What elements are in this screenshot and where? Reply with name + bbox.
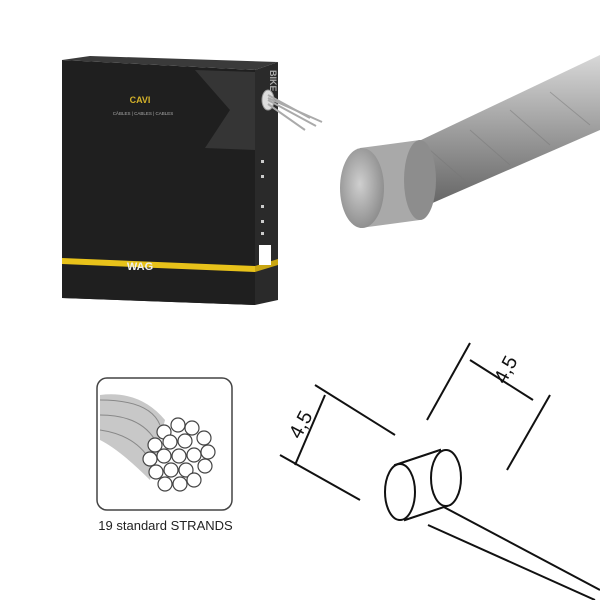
box-side-brand: BIKE [268, 70, 278, 92]
nipple-dimension-drawing [279, 342, 600, 600]
box-top [62, 56, 278, 70]
cable-box: CAVI CÂBLES | CABLES | CABLES WAG BIKE [62, 56, 323, 305]
box-side [255, 62, 278, 305]
strands-caption: 19 standard STRANDS [98, 518, 233, 533]
box-label [259, 245, 271, 265]
dimension-right-label: 4,5 [490, 352, 522, 387]
w-watermark [195, 70, 255, 150]
nipple-face [340, 148, 384, 228]
dimension-left-label: 4,5 [285, 407, 317, 442]
box-front [62, 60, 255, 305]
box-brand: WAG [127, 261, 153, 273]
box-subtitle: CÂBLES | CABLES | CABLES [113, 110, 174, 116]
strand-circles [142, 417, 216, 492]
strands-diagram [96, 377, 233, 511]
yellow-band [62, 258, 255, 272]
box-title: CAVI [130, 95, 151, 105]
cable [400, 55, 600, 215]
cable-end-photo [340, 55, 600, 228]
nipple-side [404, 140, 436, 220]
